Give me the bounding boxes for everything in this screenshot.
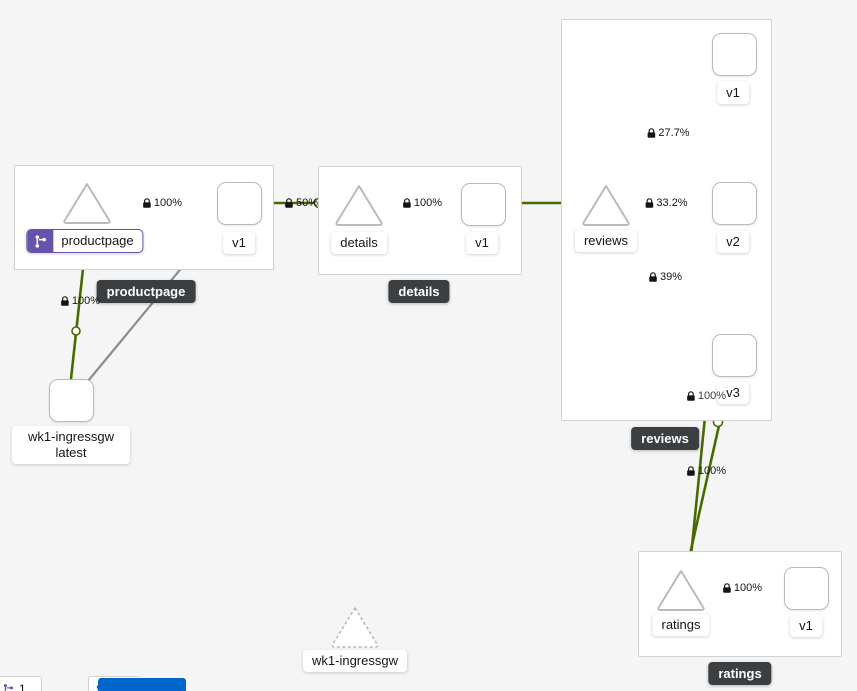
node-reviews-v3[interactable] (712, 334, 757, 377)
app-triangle-icon (657, 570, 705, 611)
toolbar-chip-left-content: 1 (0, 677, 41, 691)
node-reviews-v2[interactable] (712, 182, 757, 225)
node-label-details-v1[interactable]: v1 (466, 232, 498, 254)
git-branch-glyph (35, 234, 46, 248)
node-label-productpage-v1[interactable]: v1 (223, 232, 255, 254)
toolbar-primary-button[interactable] (98, 678, 186, 691)
group-label-productpage[interactable]: productpage (96, 280, 196, 303)
app-triangle-icon (335, 185, 383, 226)
node-label-reviews-v1[interactable]: v1 (717, 82, 749, 104)
toolbar-primary-button-label (99, 679, 185, 689)
node-label-text: productpage (61, 233, 134, 248)
node-label-reviews-app[interactable]: reviews (574, 230, 638, 252)
toolbar-chip-left[interactable]: 1 (0, 676, 42, 691)
group-label-ratings[interactable]: ratings (708, 662, 772, 685)
node-reviews-v1[interactable] (712, 33, 757, 76)
toolbar-chip-left-count: 1 (19, 682, 26, 691)
node-label-wk1-ingressgw[interactable]: wk1-ingressgw latest (12, 426, 130, 464)
node-label-reviews-v3[interactable]: v3 (717, 382, 749, 404)
node-label-ratings-app[interactable]: ratings (652, 614, 710, 636)
node-details-v1[interactable] (461, 183, 506, 226)
node-label-details-app[interactable]: details (331, 232, 387, 254)
node-label-ratings-v1[interactable]: v1 (790, 615, 822, 637)
node-productpage-v1[interactable] (217, 182, 262, 225)
node-ratings-v1[interactable] (784, 567, 829, 610)
app-triangle-ghost-icon (331, 607, 379, 648)
group-label-details[interactable]: details (388, 280, 450, 303)
node-label-ghost-wk1-ingressgw[interactable]: wk1-ingressgw (303, 650, 407, 672)
group-label-reviews[interactable]: reviews (631, 427, 699, 450)
app-triangle-icon (63, 183, 111, 224)
app-triangle-icon (582, 185, 630, 226)
node-label-productpage-app[interactable]: productpage (26, 229, 144, 253)
virtual-service-icon (27, 230, 54, 252)
node-label-reviews-v2[interactable]: v2 (717, 231, 749, 253)
git-branch-icon (3, 683, 13, 691)
node-wk1-ingressgw[interactable] (49, 379, 94, 422)
